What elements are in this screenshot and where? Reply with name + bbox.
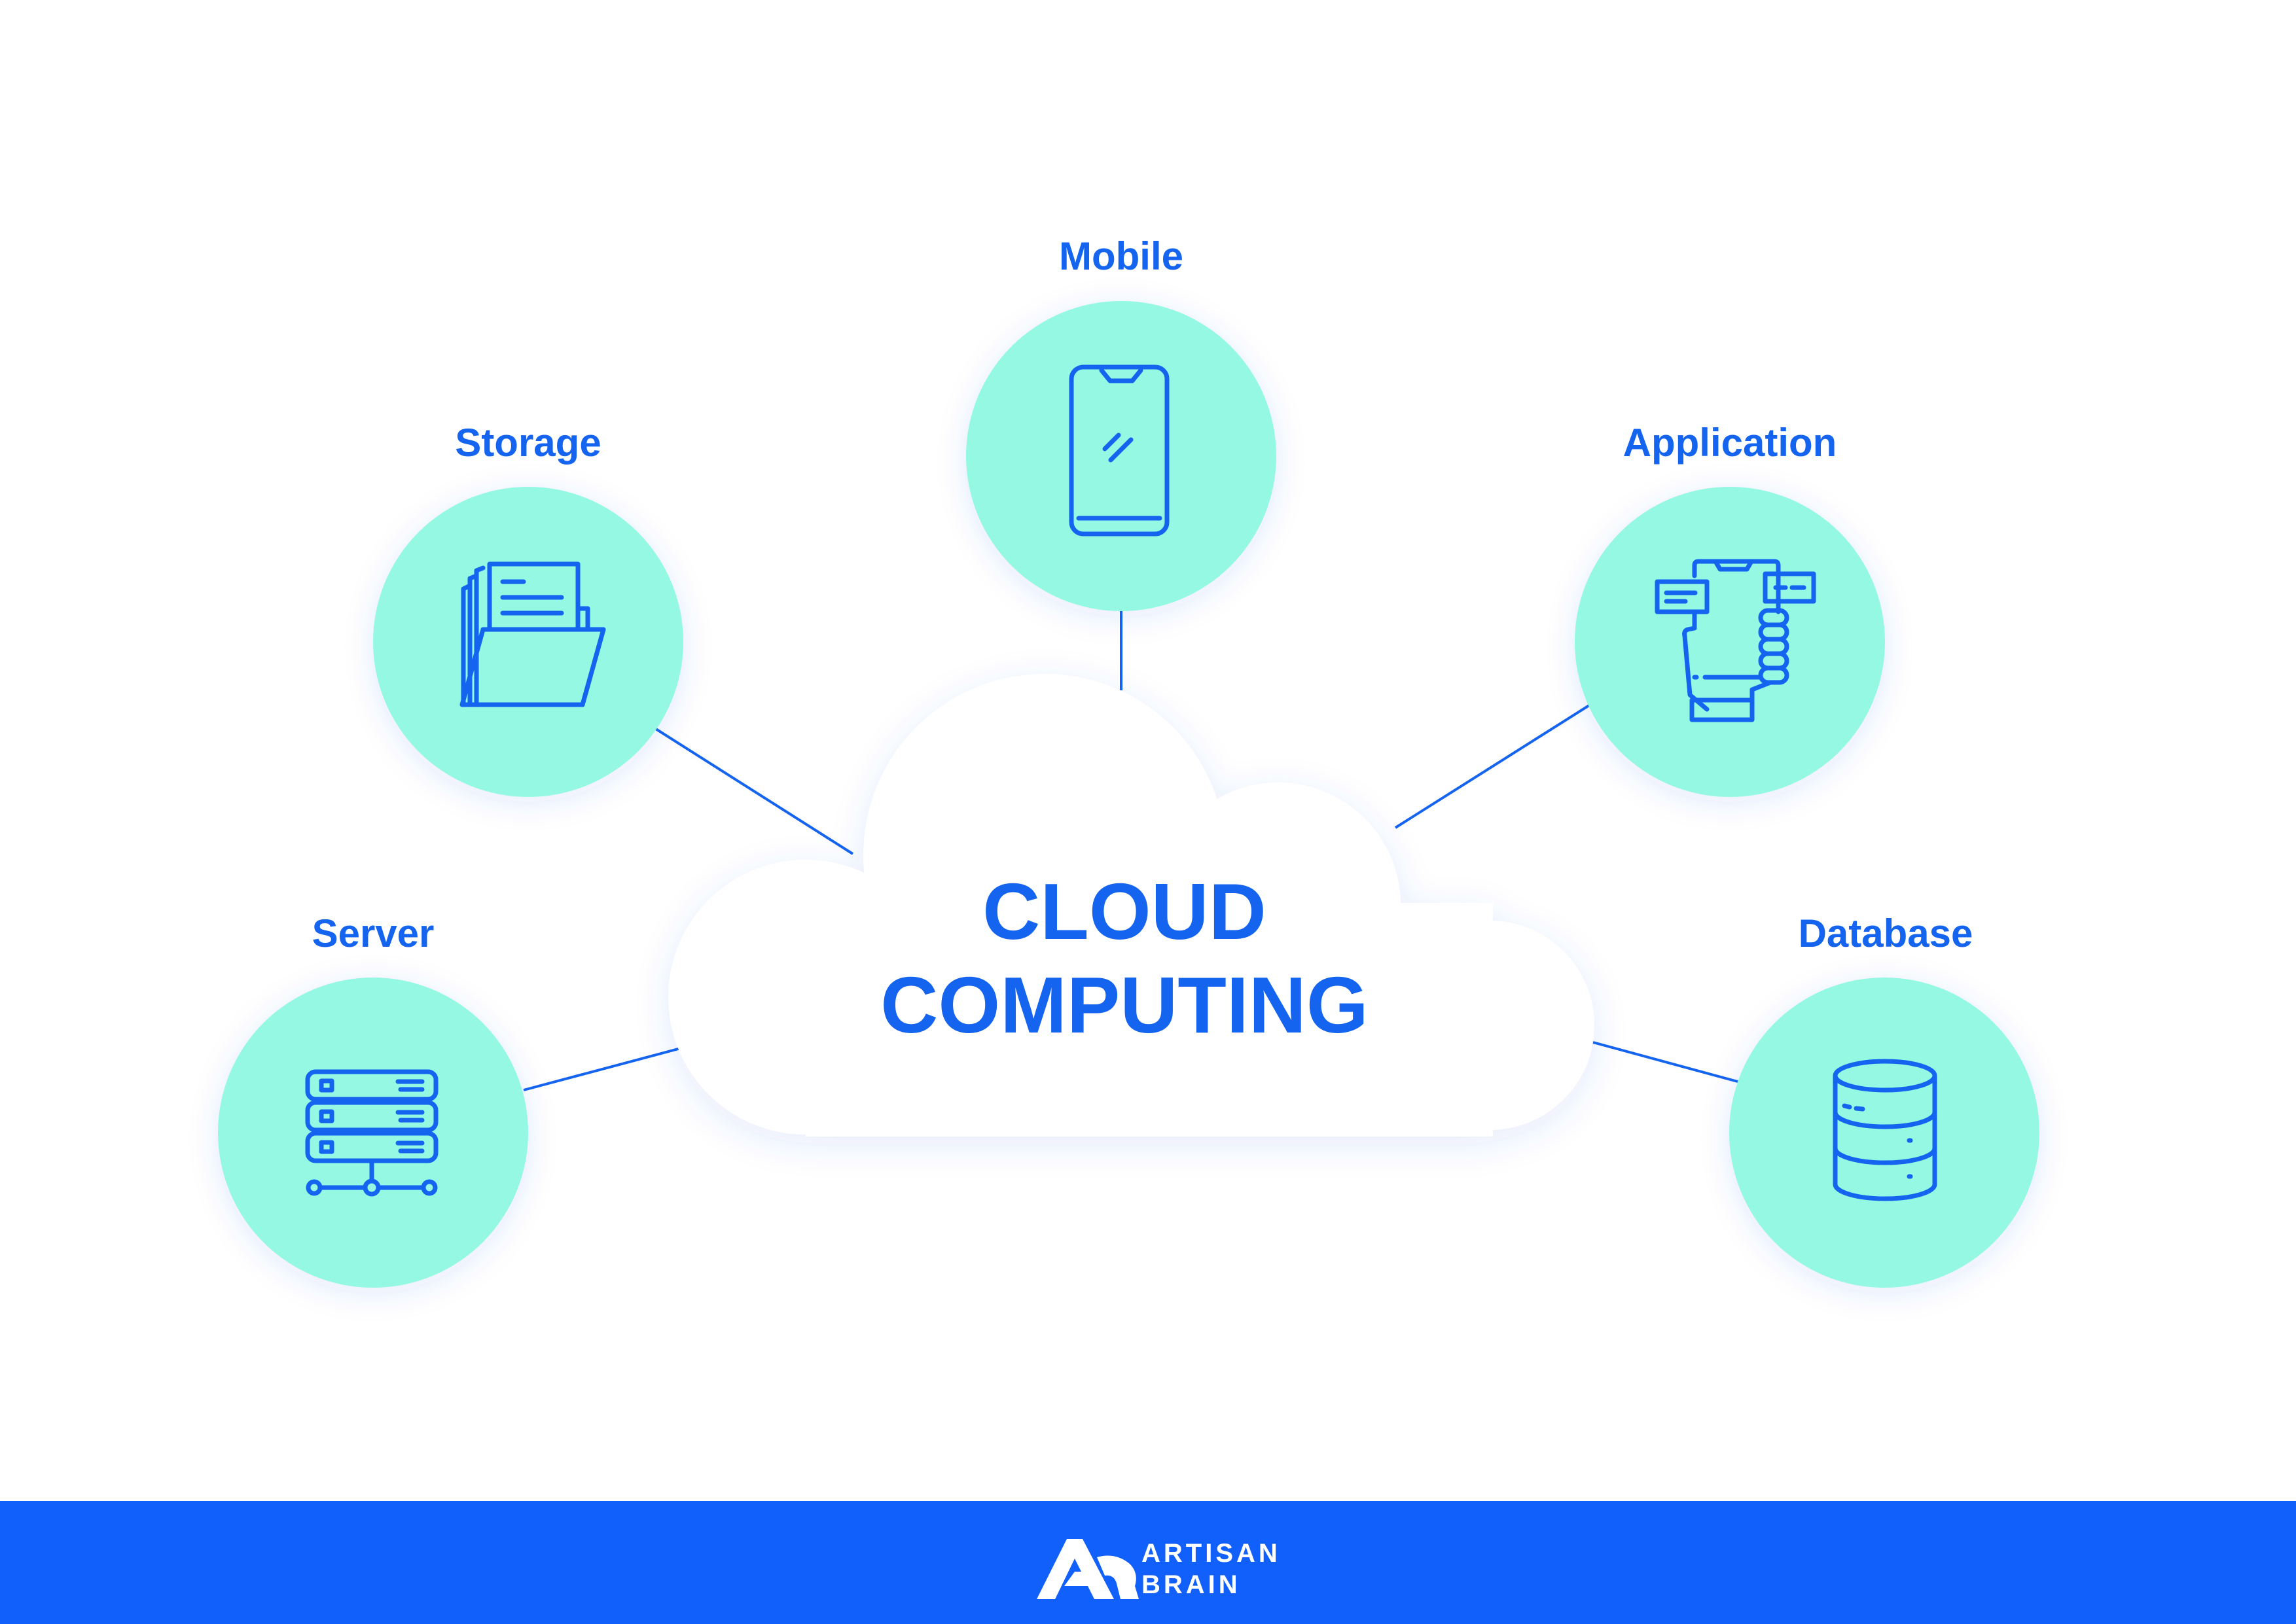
node-database-label: Database <box>1799 911 1973 955</box>
node-mobile-label: Mobile <box>1059 234 1183 278</box>
server-rack-icon <box>305 1069 439 1197</box>
node-server: Server <box>218 911 528 1288</box>
node-storage-label: Storage <box>455 421 601 465</box>
center-title-line-2: COMPUTING <box>880 961 1369 1050</box>
brand-name-line-1: ARTISAN <box>1141 1539 1281 1568</box>
connector-application <box>1394 704 1590 829</box>
node-storage-circle <box>373 487 683 797</box>
node-application-circle <box>1575 487 1885 797</box>
node-storage: Storage <box>373 421 683 797</box>
connector-database <box>1592 1041 1738 1083</box>
artisan-brain-logo-icon <box>1037 1539 1139 1599</box>
node-application: Application <box>1575 421 1885 797</box>
database-icon <box>1833 1059 1937 1201</box>
smartphone-icon <box>1069 364 1170 537</box>
node-mobile: Mobile <box>966 234 1276 611</box>
center-cloud <box>668 674 1594 1137</box>
node-database: Database <box>1729 911 2039 1288</box>
node-application-label: Application <box>1623 421 1837 465</box>
center-title-line-1: CLOUD <box>982 867 1266 956</box>
folder-documents-icon <box>459 561 606 707</box>
brand-name-line-2: BRAIN <box>1141 1570 1241 1599</box>
connector-storage <box>655 728 854 855</box>
footer-bar <box>0 1501 2296 1624</box>
node-server-label: Server <box>312 911 435 955</box>
node-database-circle <box>1729 978 2039 1288</box>
hand-holding-phone-icon <box>1655 559 1816 722</box>
node-mobile-circle <box>966 301 1276 611</box>
